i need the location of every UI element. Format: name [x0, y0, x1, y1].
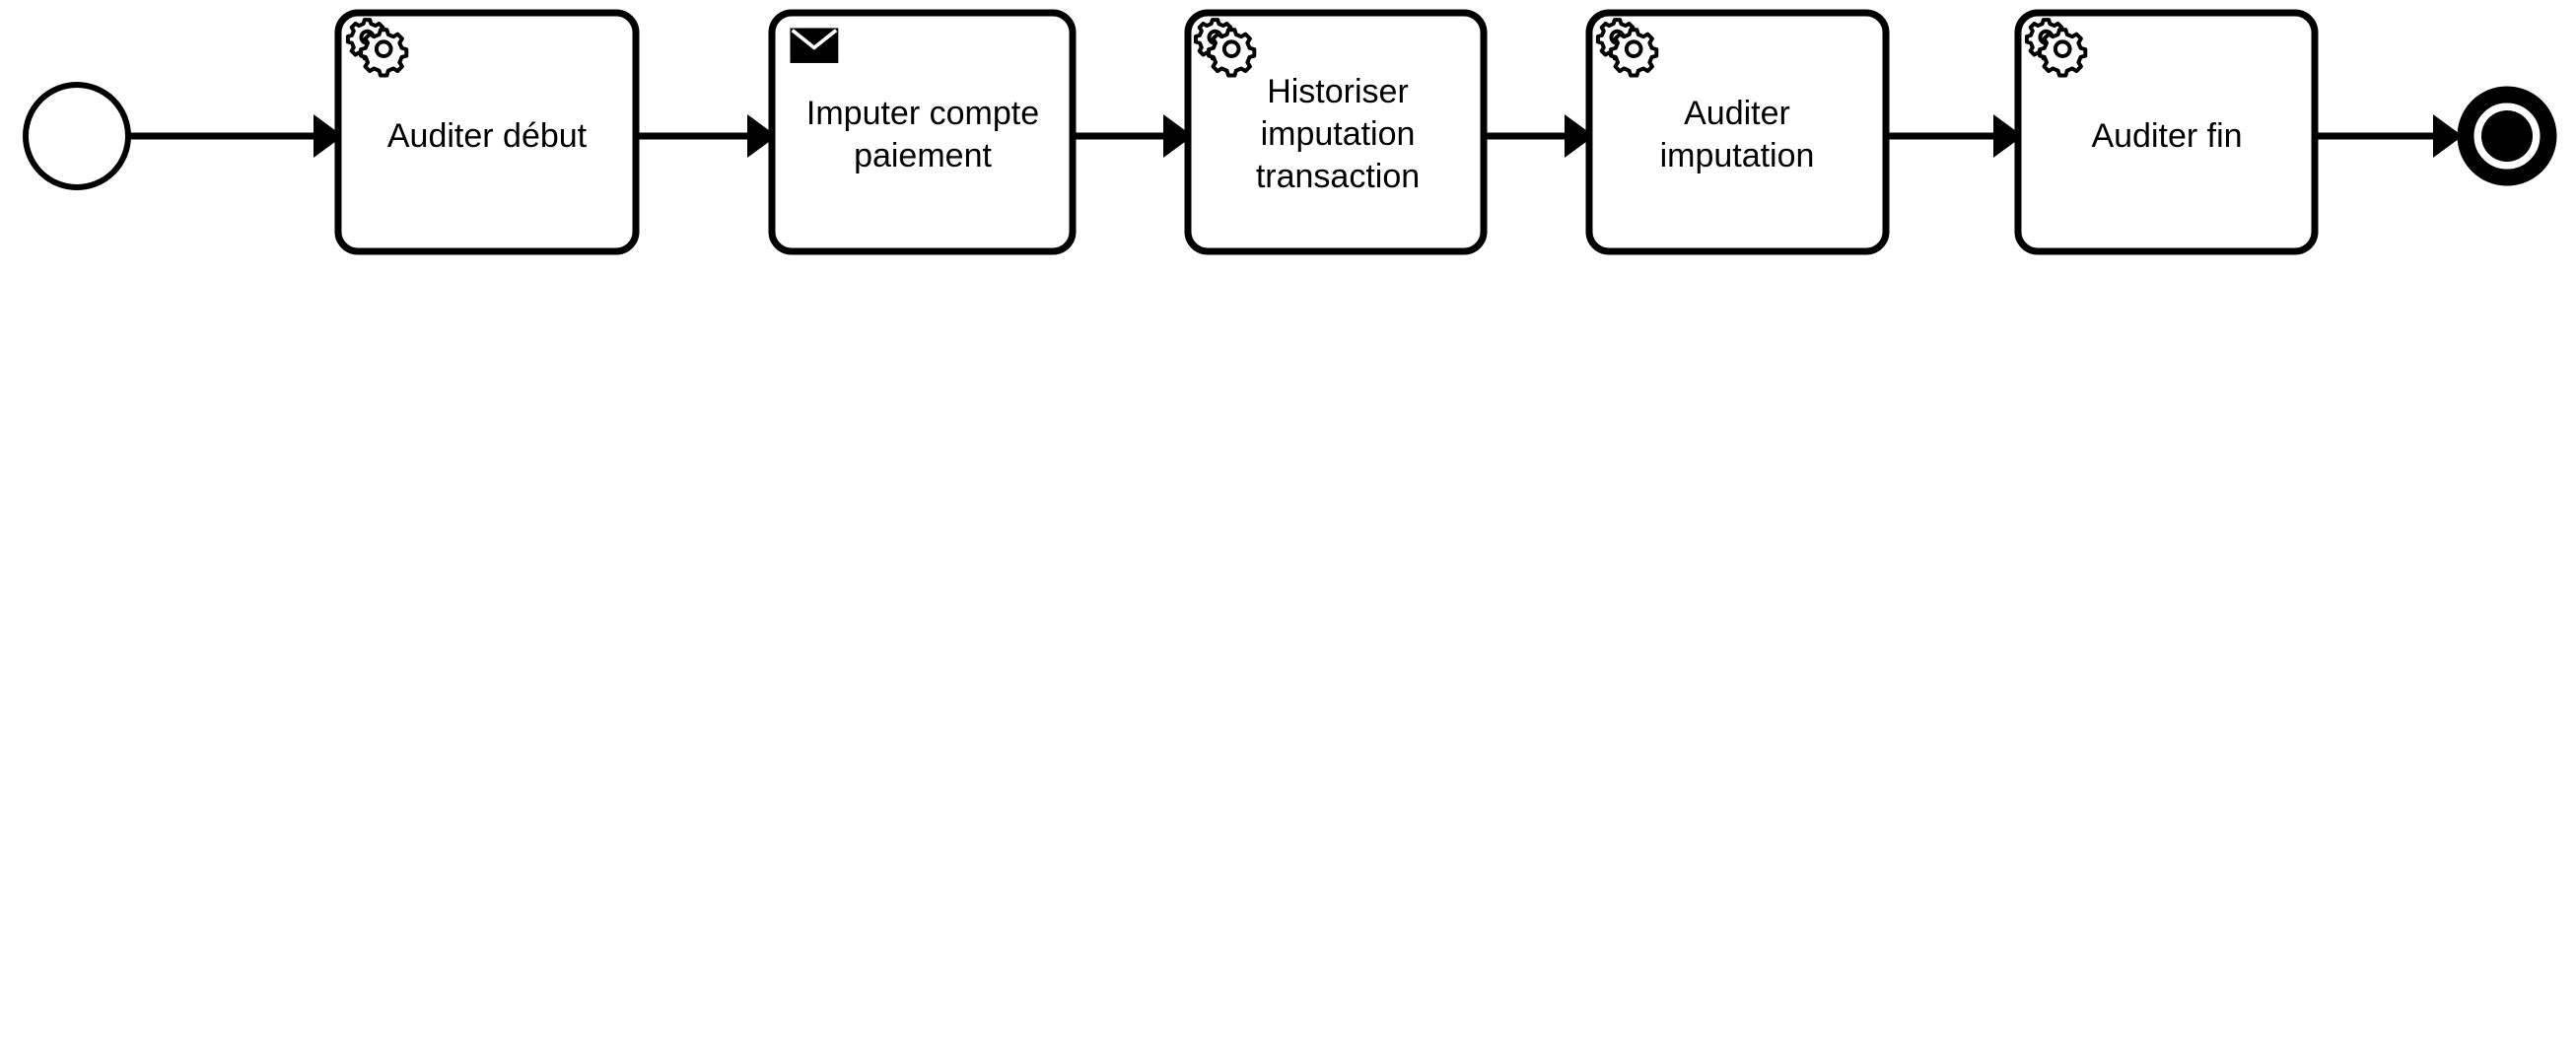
arrow-head-icon: [747, 114, 777, 158]
task-label-line: imputation: [1261, 115, 1416, 153]
task-box: [768, 9, 1077, 255]
task-label-line: Auditer: [1684, 95, 1790, 132]
sequence-flow-task2-to-task3[interactable]: [1073, 114, 1193, 158]
envelope-icon: [788, 26, 841, 65]
task-label-line: Auditer fin: [2091, 117, 2242, 155]
end-event-ring: [2457, 86, 2557, 186]
arrow-head-icon: [313, 114, 343, 158]
task-auditer-fin[interactable]: Auditer fin: [2014, 9, 2319, 255]
task-auditer-debut[interactable]: Auditer début: [334, 9, 640, 255]
task-box: [334, 9, 640, 255]
arrow-head-icon: [1993, 114, 2023, 158]
sequence-flow-task5-to-end[interactable]: [2315, 114, 2463, 158]
end-event-core: [2481, 110, 2533, 162]
arrow-head-icon: [1565, 114, 1594, 158]
task-label-line: paiement: [854, 137, 992, 174]
task-imputer-compte-paiement[interactable]: Imputer compte paiement: [768, 9, 1077, 255]
sequence-flow-task4-to-task5[interactable]: [1886, 114, 2023, 158]
task-auditer-imputation[interactable]: Auditer imputation: [1585, 9, 1890, 255]
arrow-head-icon: [2433, 114, 2463, 158]
task-box: [1184, 9, 1488, 255]
task-label-line: Historiser: [1267, 73, 1409, 110]
task-label-line: transaction: [1256, 158, 1420, 195]
sequence-flow-task1-to-task2[interactable]: [636, 114, 777, 158]
end-event[interactable]: [2457, 86, 2557, 186]
sequence-flow-start-to-task1[interactable]: [128, 114, 343, 158]
task-historiser-imputation-transaction[interactable]: Historiser imputation transaction: [1184, 9, 1488, 255]
start-event-circle: [23, 82, 131, 190]
task-box: [1585, 9, 1890, 255]
task-label-line: imputation: [1660, 137, 1815, 174]
start-event[interactable]: [23, 82, 131, 190]
task-box: [2014, 9, 2319, 255]
task-label-line: Imputer compte: [806, 95, 1039, 132]
sequence-flow-task3-to-task4[interactable]: [1484, 114, 1594, 158]
task-label-line: Auditer début: [387, 117, 588, 155]
arrow-head-icon: [1163, 114, 1193, 158]
